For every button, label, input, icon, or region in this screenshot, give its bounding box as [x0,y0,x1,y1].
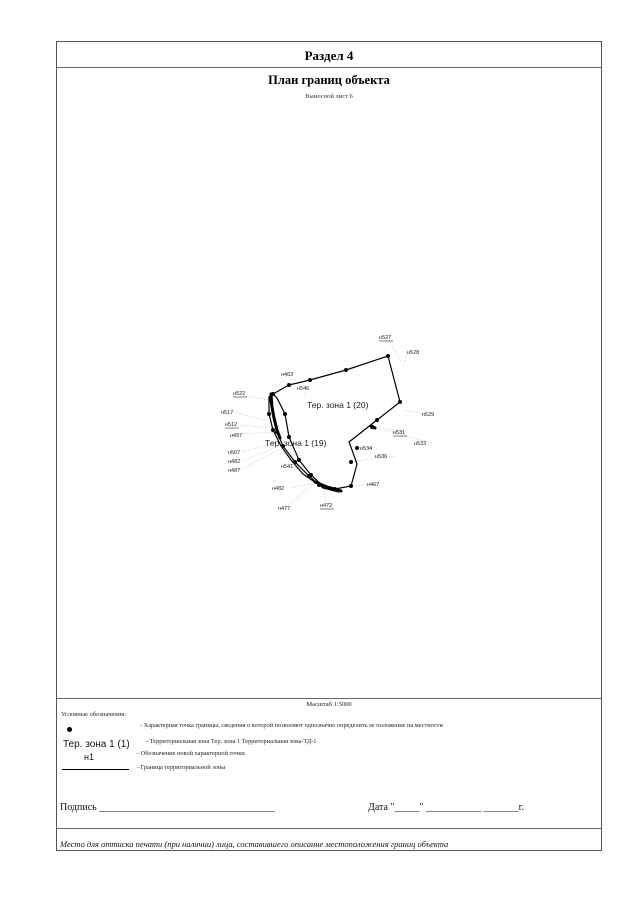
divider [57,67,601,68]
document-frame: Раздел 4 План границ объекта Выносной ли… [56,41,602,851]
point-label: н536 [375,454,387,460]
point-label: н482 [228,459,240,465]
point-label: н522 [233,391,245,397]
point-label: н472 [320,503,332,509]
point-labels: н527 н528 н463 н546 н522 н529 н517 н512 … [221,335,434,512]
sheet-label: Выносной лист 6 [305,93,353,100]
date-field: Дата "_____" ___________ _______г. [368,802,525,813]
legend-point-desc: - Характерная точка границы, сведения о … [140,722,443,729]
point-label: н507 [228,450,240,456]
point-symbol-icon [67,727,72,732]
legend-title: Условные обозначения: [61,711,127,718]
point-label: н531 [393,430,405,436]
legend-point-sample-desc: - Обозначение новой характерной точки [137,750,245,757]
point-label: н527 [379,335,391,341]
stamp-place-note: Место для оттиска печати (при наличии) л… [60,839,449,849]
boundary-map: н527 н528 н463 н546 н522 н529 н517 н512 … [221,335,434,512]
legend-zone-sample: Тер. зона 1 (1) [63,739,130,750]
point-label: н529 [422,412,434,418]
label-underlines [225,340,407,510]
legend-point-sample: н1 [84,752,94,762]
boundary-line-symbol [62,769,129,770]
point-label: н467 [367,482,379,488]
point-label: н528 [407,350,419,356]
legend-zone-desc: - Территориальная зона Тер. зона 1 Терри… [146,738,317,745]
boundary-points [267,354,402,491]
map-scale: Масштаб 1:5000 [306,701,352,708]
plan-title: План границ объекта [268,73,390,87]
point-label: н517 [221,410,233,416]
point-label: н482 [272,486,284,492]
point-label: н512 [225,422,237,428]
point-label: н477 [278,506,290,512]
leader-lines [231,339,433,508]
signature-field: Подпись ________________________________… [60,802,275,813]
legend-line-desc: - Граница территориальной зоны [137,764,226,771]
point-label: н546 [297,386,309,392]
section-title: Раздел 4 [304,48,354,63]
point-label: н541 [281,464,293,470]
legend-divider [57,698,601,699]
zone-label-20: Тер. зона 1 (20) [307,400,369,410]
point-label: н497 [230,433,242,439]
point-label: н487 [228,468,240,474]
point-label: н463 [281,372,293,378]
footer-divider [57,828,601,829]
zone-label-19: Тер. зона 1 (19) [265,438,327,448]
point-label: н534 [360,446,372,452]
point-label: н533 [414,441,426,447]
